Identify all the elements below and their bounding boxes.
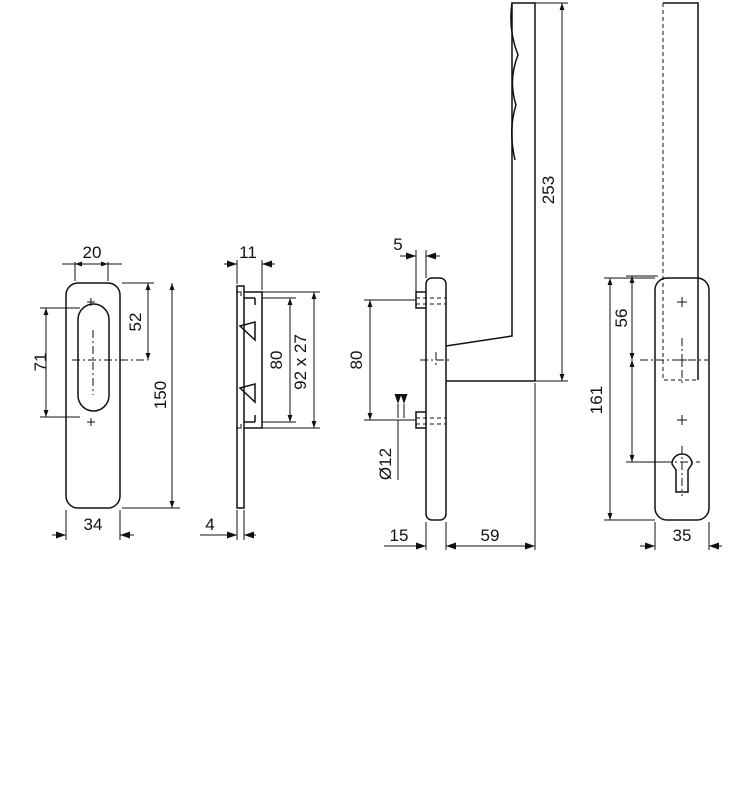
back-cylinder-cutout (671, 453, 693, 493)
dim-34: 34 (84, 515, 103, 534)
dim-11: 11 (239, 243, 257, 262)
dim-20: 20 (83, 243, 102, 262)
dim-dia-12: Ø12 (376, 448, 395, 480)
front-view: 20 34 71 52 150 (31, 243, 180, 540)
dim-71: 71 (31, 353, 50, 372)
front-screw-marks (87, 298, 95, 426)
handle-spindle-center (420, 352, 452, 368)
dim-92x27: 92 x 27 (291, 334, 310, 390)
dim-59: 59 (481, 526, 500, 545)
dim-80-plate: 80 (267, 351, 286, 370)
dim-4: 4 (205, 515, 214, 534)
front-slot-outline (77, 303, 110, 412)
dim-150: 150 (151, 381, 170, 409)
dim-161: 161 (587, 386, 606, 414)
dim-56: 56 (612, 309, 631, 328)
back-lever-outline (663, 2, 699, 380)
dim-80-handle: 80 (347, 351, 366, 370)
side-plate-outline (236, 285, 245, 509)
dim-5: 5 (393, 235, 402, 254)
dim-35: 35 (673, 526, 692, 545)
front-plate-outline (65, 282, 121, 509)
handle-plate-outline (425, 277, 447, 521)
side-clips (238, 321, 256, 404)
handle-grip-wave (510, 2, 519, 161)
dim-52: 52 (126, 313, 145, 332)
back-view: 56 161 35 (587, 2, 722, 550)
handle-lever-outline (445, 2, 536, 382)
side-insert-outline (244, 291, 263, 429)
handle-side-view: 5 80 Ø12 253 15 59 (347, 2, 568, 550)
plate-side-view: 11 4 80 92 x 27 (200, 243, 320, 540)
back-plate-outline (654, 277, 710, 521)
dim-253: 253 (539, 176, 558, 204)
dim-15: 15 (390, 526, 409, 545)
